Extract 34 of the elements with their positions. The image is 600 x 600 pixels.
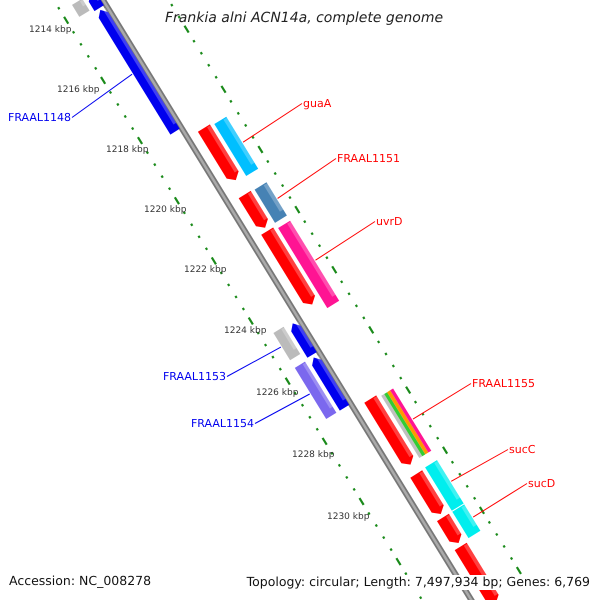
scale-label: 1224 kbp bbox=[224, 327, 266, 336]
gene-label: FRAAL1154 bbox=[190, 418, 254, 429]
gene-label: FRAAL1148 bbox=[8, 112, 72, 123]
leader-line bbox=[277, 158, 336, 199]
scale-label: 1222 kbp bbox=[184, 266, 226, 275]
scale-label: 1228 kbp bbox=[292, 451, 334, 460]
gene-label: FRAAL1155 bbox=[472, 378, 536, 389]
leader-line bbox=[315, 221, 376, 261]
gene-bar bbox=[381, 388, 432, 458]
gene-label: FRAAL1153 bbox=[162, 371, 226, 382]
scale-label: 1220 kbp bbox=[144, 206, 186, 215]
gene-bar bbox=[278, 220, 340, 308]
leader-line bbox=[242, 103, 302, 143]
gene-label: uvrD bbox=[376, 216, 402, 227]
gene-bar bbox=[452, 504, 480, 538]
gene-label: sucD bbox=[528, 478, 556, 489]
gene-label: FRAAL1151 bbox=[337, 153, 400, 164]
leader-line bbox=[412, 383, 472, 420]
gene-label: guaA bbox=[303, 98, 332, 109]
leader-line bbox=[226, 346, 282, 377]
gene-bar bbox=[273, 326, 300, 360]
scale-label: 1226 kbp bbox=[256, 389, 298, 398]
gene-bar bbox=[214, 116, 258, 176]
leader-line bbox=[72, 74, 133, 118]
footer-text: Accession: NC_008278 bbox=[9, 575, 152, 588]
gene-bar bbox=[425, 460, 464, 511]
title: Frankia alni ACN14a, complete genome bbox=[165, 11, 444, 25]
leader-line bbox=[472, 483, 528, 518]
gene-bar bbox=[254, 182, 287, 223]
scale-label: 1218 kbp bbox=[106, 146, 148, 155]
scale-label: 1230 kbp bbox=[327, 513, 370, 522]
scale-label: 1214 kbp bbox=[29, 26, 72, 35]
scale-label: 1216 kbp bbox=[57, 86, 100, 95]
gene-label: sucC bbox=[509, 444, 536, 455]
